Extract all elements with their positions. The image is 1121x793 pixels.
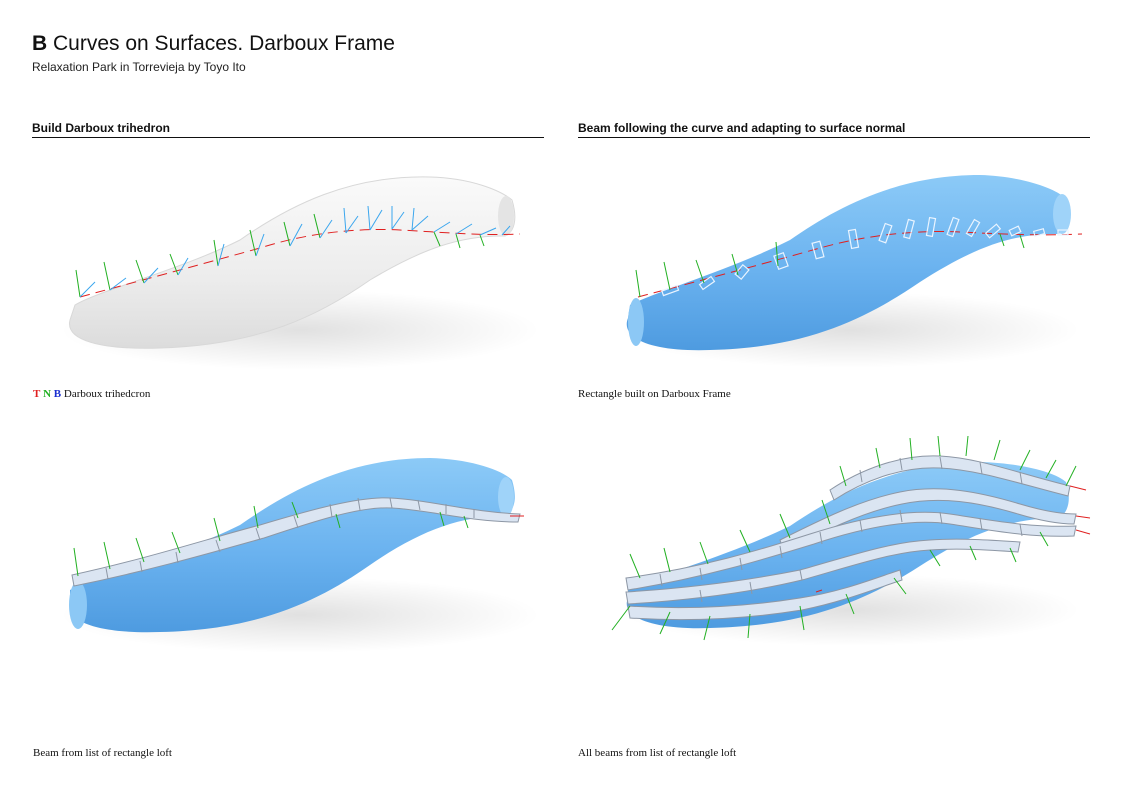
page-subtitle: Relaxation Park in Torrevieja by Toyo It… <box>32 60 246 74</box>
trihedron-frames <box>75 205 511 298</box>
beam-middle <box>625 511 1077 591</box>
frame <box>249 229 265 257</box>
frame <box>343 207 359 234</box>
section-heading-right: Beam following the curve and adapting to… <box>578 121 1090 138</box>
title-letter: B <box>32 32 48 55</box>
tangent-curve <box>637 231 1083 298</box>
frame-rectangle <box>698 275 716 291</box>
title-text: Curves on Surfaces. Darboux Frame <box>53 32 395 55</box>
caption-all-beams: All beams from list of rectangle loft <box>578 747 737 759</box>
beam-lower <box>625 538 1021 605</box>
frame <box>313 213 333 239</box>
caption-trihedron-text: Darboux trihedcron <box>63 388 151 400</box>
frame <box>391 206 405 230</box>
surface-end-cap <box>1053 194 1071 234</box>
beam-bottom <box>627 569 903 621</box>
frame-rectangle <box>878 222 893 244</box>
beam-upper <box>779 488 1077 553</box>
frame <box>75 269 96 298</box>
frame <box>411 207 429 231</box>
frame-rectangle <box>811 240 825 260</box>
frame-rectangle <box>847 228 860 250</box>
white-surface <box>69 176 516 349</box>
panel-darboux-trihedron <box>60 176 540 370</box>
legend-tangent: T <box>33 388 41 400</box>
legend-normal: N <box>43 388 52 400</box>
beam-top <box>829 455 1071 501</box>
frame <box>213 239 225 267</box>
frame-rectangle <box>1057 229 1069 236</box>
surface-start-cap <box>69 581 87 629</box>
beam <box>71 497 521 587</box>
normal-vectors <box>73 501 469 577</box>
frame-rectangle <box>946 216 960 238</box>
frame <box>501 225 511 236</box>
surface-end-cap <box>498 477 514 517</box>
panel-single-beam <box>60 458 540 653</box>
page-title: B Curves on Surfaces. Darboux Frame <box>32 32 395 56</box>
frame-rectangle <box>1008 225 1022 237</box>
frame-rectangle <box>773 251 789 271</box>
frame-rectangle <box>903 218 915 240</box>
normal-vectors <box>611 435 1077 641</box>
frame-rectangle <box>965 218 981 238</box>
frame <box>135 259 159 284</box>
beam-segments <box>105 497 475 580</box>
frame <box>283 221 303 247</box>
frame-rectangle <box>734 263 750 281</box>
frame <box>433 221 451 247</box>
frame <box>455 223 473 249</box>
tangent-curve <box>79 229 521 298</box>
caption-rectangle: Rectangle built on Darboux Frame <box>578 388 731 400</box>
frame <box>169 253 189 276</box>
tangent-ends <box>815 485 1091 593</box>
frame-rectangle <box>1032 228 1046 237</box>
frame-rectangle <box>984 223 1002 239</box>
legend-binormal: B <box>53 388 62 400</box>
beam-segments <box>659 456 1023 603</box>
frame <box>367 205 383 231</box>
panel-rectangle-on-frame <box>620 175 1083 368</box>
frame-rectangle <box>925 216 937 238</box>
frame <box>479 227 497 247</box>
beams <box>625 455 1077 621</box>
frame <box>103 261 127 291</box>
normal-vectors <box>635 233 1025 298</box>
surface-start-cap <box>628 298 644 346</box>
panel-all-beams <box>611 435 1091 646</box>
caption-trihedron: T N B Darboux trihedcron <box>33 388 150 400</box>
section-heading-left: Build Darboux trihedron <box>32 121 544 138</box>
caption-single-beam: Beam from list of rectangle loft <box>33 747 172 759</box>
